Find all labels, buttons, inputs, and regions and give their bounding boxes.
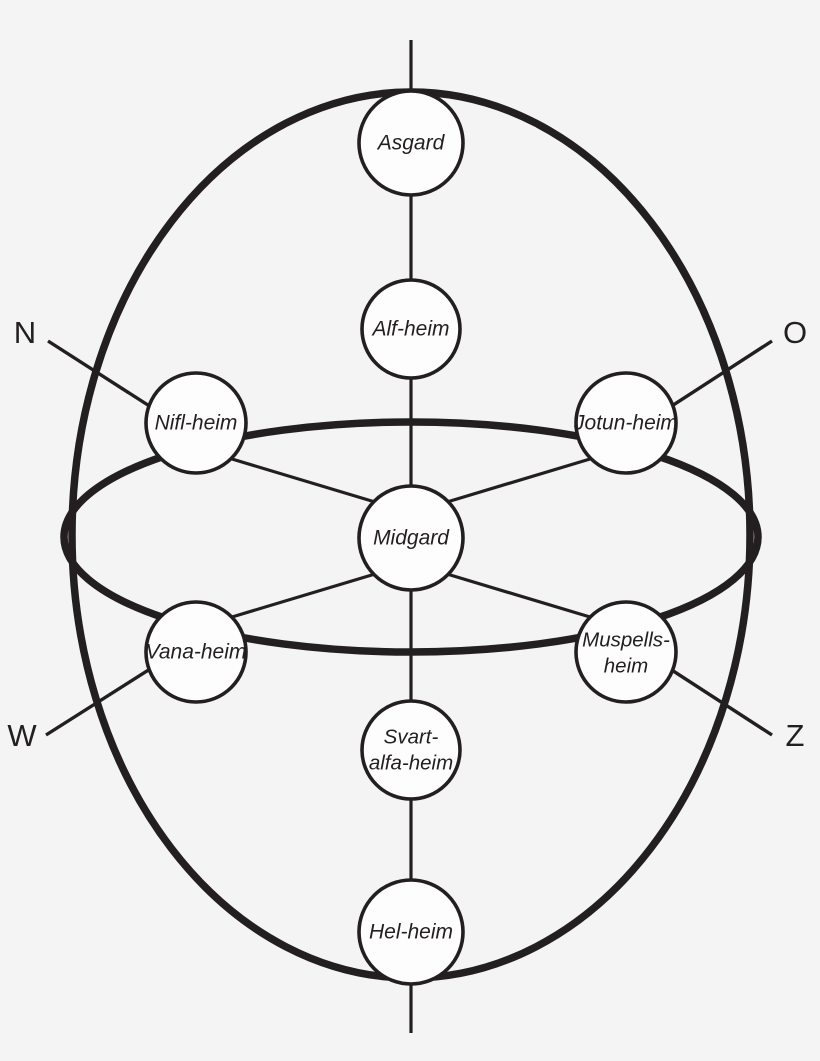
node-circle-niflheim[interactable] [144,371,248,475]
compass-label-zuid: Z [786,718,805,753]
node-circle-muspellheim[interactable] [574,600,678,704]
node-circle-vanaheim[interactable] [144,600,248,704]
node-alfheim[interactable]: Alf-heim [360,278,462,380]
spoke-muspellheim-midgard [446,572,591,619]
node-circle-helheim[interactable] [357,878,465,986]
node-label-muspellheim-line1: Muspells- [582,628,670,651]
node-svartalfheim[interactable]: Svart- alfa-heim [360,699,462,801]
node-label-vanaheim: Vana-heim [146,641,247,664]
compass-label-north: N [14,315,36,350]
node-label-svartalfheim-line1: Svart- [384,725,439,748]
compass-label-ost: O [783,315,807,350]
node-jotunheim[interactable]: Jotun-heim [573,371,678,475]
node-circle-svartalfheim[interactable] [360,699,462,801]
node-circle-jotunheim[interactable] [574,371,678,475]
node-circle-alfheim[interactable] [360,278,462,380]
node-asgard[interactable]: Asgard [357,89,465,197]
node-circle-midgard[interactable] [357,484,465,592]
node-label-svartalfheim-line2: alfa-heim [369,751,453,774]
node-muspellheim[interactable]: Muspells- heim [574,600,678,704]
node-circle-asgard[interactable] [357,89,465,197]
node-vanaheim[interactable]: Vana-heim [144,600,248,704]
compass-label-west: W [7,718,37,753]
node-label-helheim: Hel-heim [369,921,453,944]
node-label-asgard: Asgard [376,132,446,155]
node-label-muspellheim-line2: heim [604,654,648,677]
node-label-midgard: Midgard [373,527,450,550]
node-midgard[interactable]: Midgard [357,484,465,592]
node-label-alfheim: Alf-heim [370,318,449,341]
spoke-jotunheim-midgard [446,457,591,504]
node-label-jotunheim: Jotun-heim [573,412,678,435]
node-label-niflheim: Nifl-heim [155,412,238,435]
node-helheim[interactable]: Hel-heim [357,878,465,986]
spoke-vanaheim-midgard [231,572,376,619]
node-niflheim[interactable]: Nifl-heim [144,371,248,475]
horizontal-ellipse-ring [60,418,762,656]
spoke-niflheim-midgard [231,457,376,504]
